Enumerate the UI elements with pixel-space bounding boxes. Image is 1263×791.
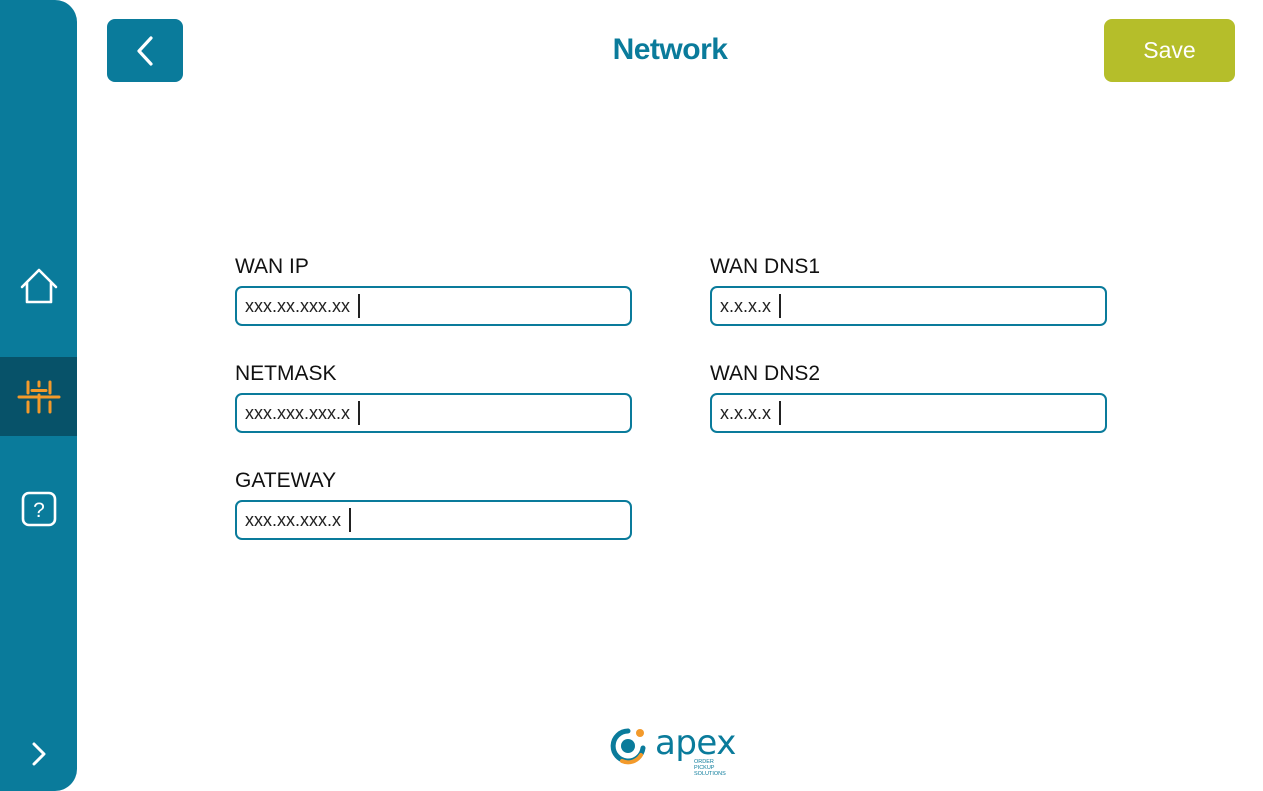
sidebar-item-home[interactable] — [0, 246, 77, 325]
wan-dns1-value: x.x.x.x — [720, 295, 772, 316]
wan-dns2-label: WAN DNS2 — [710, 362, 821, 385]
text-caret — [358, 294, 360, 318]
gateway-input[interactable]: xxx.xx.xxx.x — [235, 500, 632, 540]
wan-dns1-label: WAN DNS1 — [710, 255, 821, 278]
home-icon — [20, 268, 57, 303]
wan-ip-input[interactable]: xxx.xx.xxx.xx — [235, 286, 632, 326]
netmask-input[interactable]: xxx.xxx.xxx.x — [235, 393, 632, 433]
wan-ip-value: xxx.xx.xxx.xx — [245, 295, 351, 316]
save-button[interactable]: Save — [1104, 19, 1235, 82]
sliders-icon — [17, 380, 60, 413]
gateway-field-group: GATEWAY xxx.xx.xxx.x — [235, 469, 632, 540]
sidebar-expand-button[interactable] — [0, 714, 77, 791]
page-title: Network — [612, 33, 728, 66]
sidebar-item-settings[interactable] — [0, 357, 77, 436]
apex-logo-mark-icon — [610, 728, 646, 765]
chevron-left-icon — [137, 35, 153, 66]
wan-ip-label: WAN IP — [235, 255, 309, 278]
netmask-field-group: NETMASK xxx.xxx.xxx.x — [235, 362, 632, 433]
apex-logo-tagline: ORDER PICKUP SOLUTIONS — [694, 759, 726, 777]
text-caret — [358, 401, 360, 425]
text-caret — [349, 508, 351, 532]
wan-dns2-input[interactable]: x.x.x.x — [710, 393, 1107, 433]
help-icon: ? — [21, 491, 56, 526]
sidebar-item-help[interactable]: ? — [0, 469, 77, 548]
wan-dns1-field-group: WAN DNS1 x.x.x.x — [710, 255, 1107, 326]
apex-logo-wordmark: apex — [655, 723, 736, 763]
wan-dns2-value: x.x.x.x — [720, 402, 772, 423]
wan-ip-field-group: WAN IP xxx.xx.xxx.xx — [235, 255, 632, 326]
chevron-right-icon — [32, 742, 45, 765]
gateway-value: xxx.xx.xxx.x — [245, 509, 342, 530]
netmask-label: NETMASK — [235, 362, 337, 385]
netmask-value: xxx.xxx.xxx.x — [245, 402, 351, 423]
text-caret — [779, 401, 781, 425]
wan-dns1-input[interactable]: x.x.x.x — [710, 286, 1107, 326]
text-caret — [779, 294, 781, 318]
gateway-label: GATEWAY — [235, 469, 337, 492]
wan-dns2-field-group: WAN DNS2 x.x.x.x — [710, 362, 1107, 433]
apex-logo: apex ORDER PICKUP SOLUTIONS — [608, 723, 738, 777]
svg-text:?: ? — [33, 499, 45, 522]
sidebar: ? — [0, 0, 77, 791]
back-button[interactable] — [107, 19, 183, 82]
